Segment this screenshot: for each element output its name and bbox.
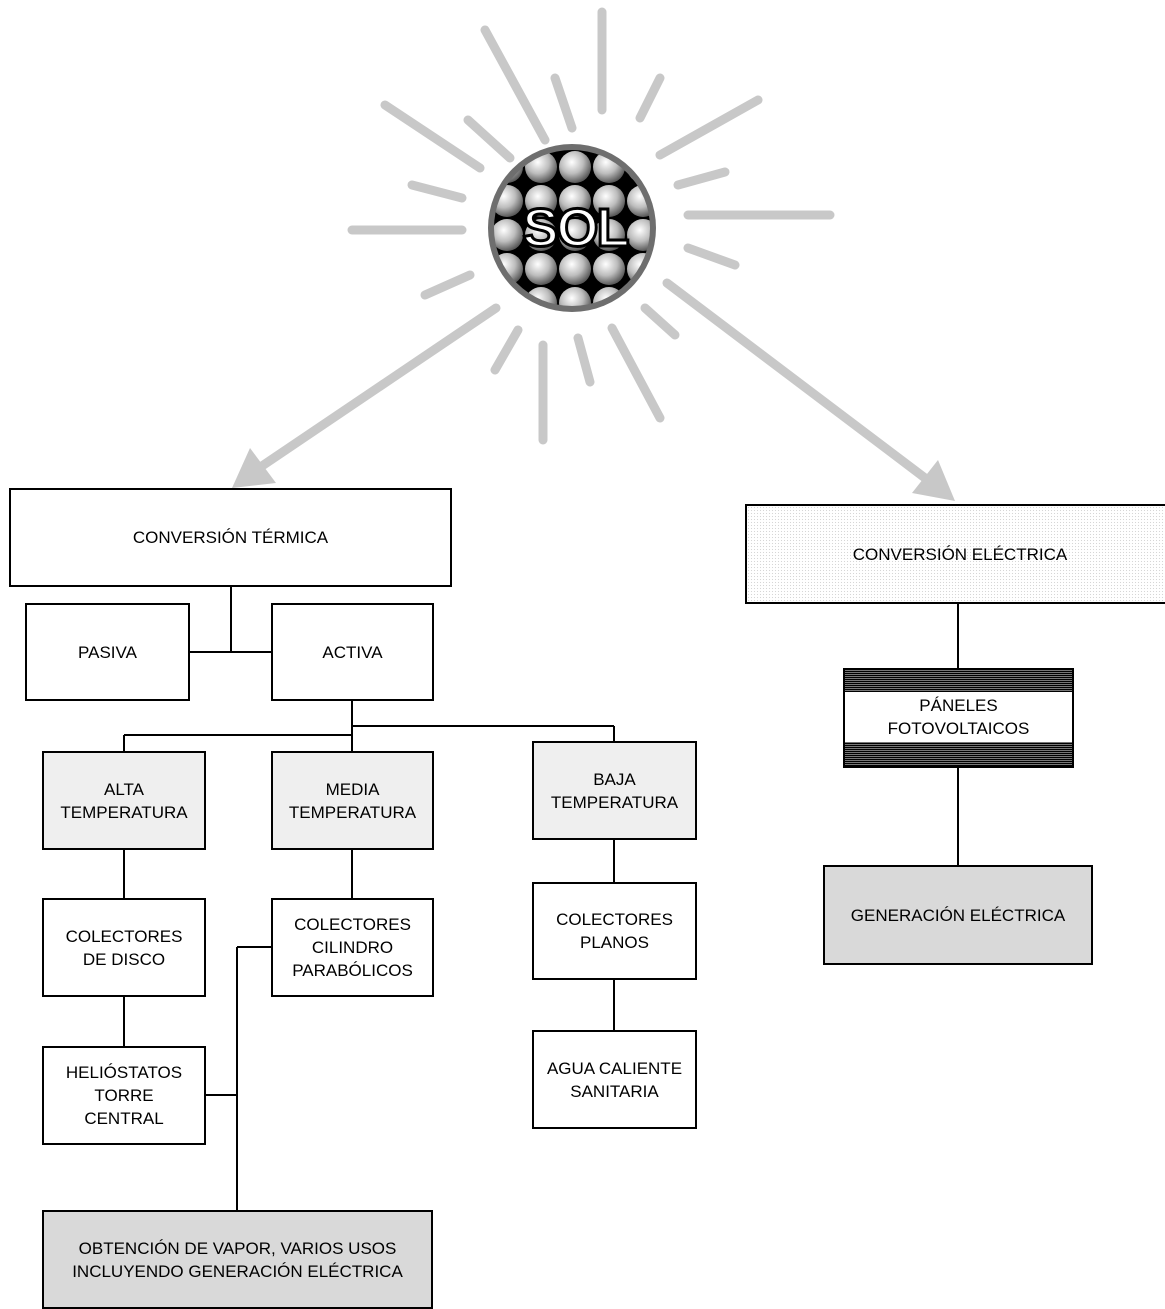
passive-box: PASIVA [25, 603, 190, 701]
low-temperature-box: BAJA TEMPERATURA [532, 741, 697, 840]
steam-production-box: OBTENCIÓN DE VAPOR, VARIOS USOS INCLUYEN… [42, 1210, 433, 1309]
sun [488, 144, 656, 312]
high-temperature-box: ALTA TEMPERATURA [42, 751, 206, 850]
electric-generation-box: GENERACIÓN ELÉCTRICA [823, 865, 1093, 965]
parabolic-trough-collectors-box: COLECTORES CILINDRO PARABÓLICOS [271, 898, 434, 997]
flat-plate-collectors-box: COLECTORES PLANOS [532, 882, 697, 980]
thermal-conversion-box: CONVERSIÓN TÉRMICA [9, 488, 452, 587]
photovoltaic-panels-box: PÁNELES FOTOVOLTAICOS [843, 668, 1074, 768]
heliostat-tower-box: HELIÓSTATOS TORRE CENTRAL [42, 1046, 206, 1145]
sun-to-thermal-arrow [232, 303, 501, 488]
electric-conversion-box: CONVERSIÓN ELÉCTRICA [745, 504, 1165, 604]
sun-rays [347, 7, 835, 445]
sun-to-electric-arrow [662, 278, 955, 501]
connector-lines [123, 586, 959, 1210]
active-box: ACTIVA [271, 603, 434, 701]
sun-label: SOL [521, 196, 631, 259]
dish-collectors-box: COLECTORES DE DISCO [42, 898, 206, 997]
medium-temperature-box: MEDIA TEMPERATURA [271, 751, 434, 850]
sanitary-hot-water-box: AGUA CALIENTE SANITARIA [532, 1030, 697, 1129]
photovoltaic-panels-label: PÁNELES FOTOVOLTAICOS [845, 692, 1072, 742]
